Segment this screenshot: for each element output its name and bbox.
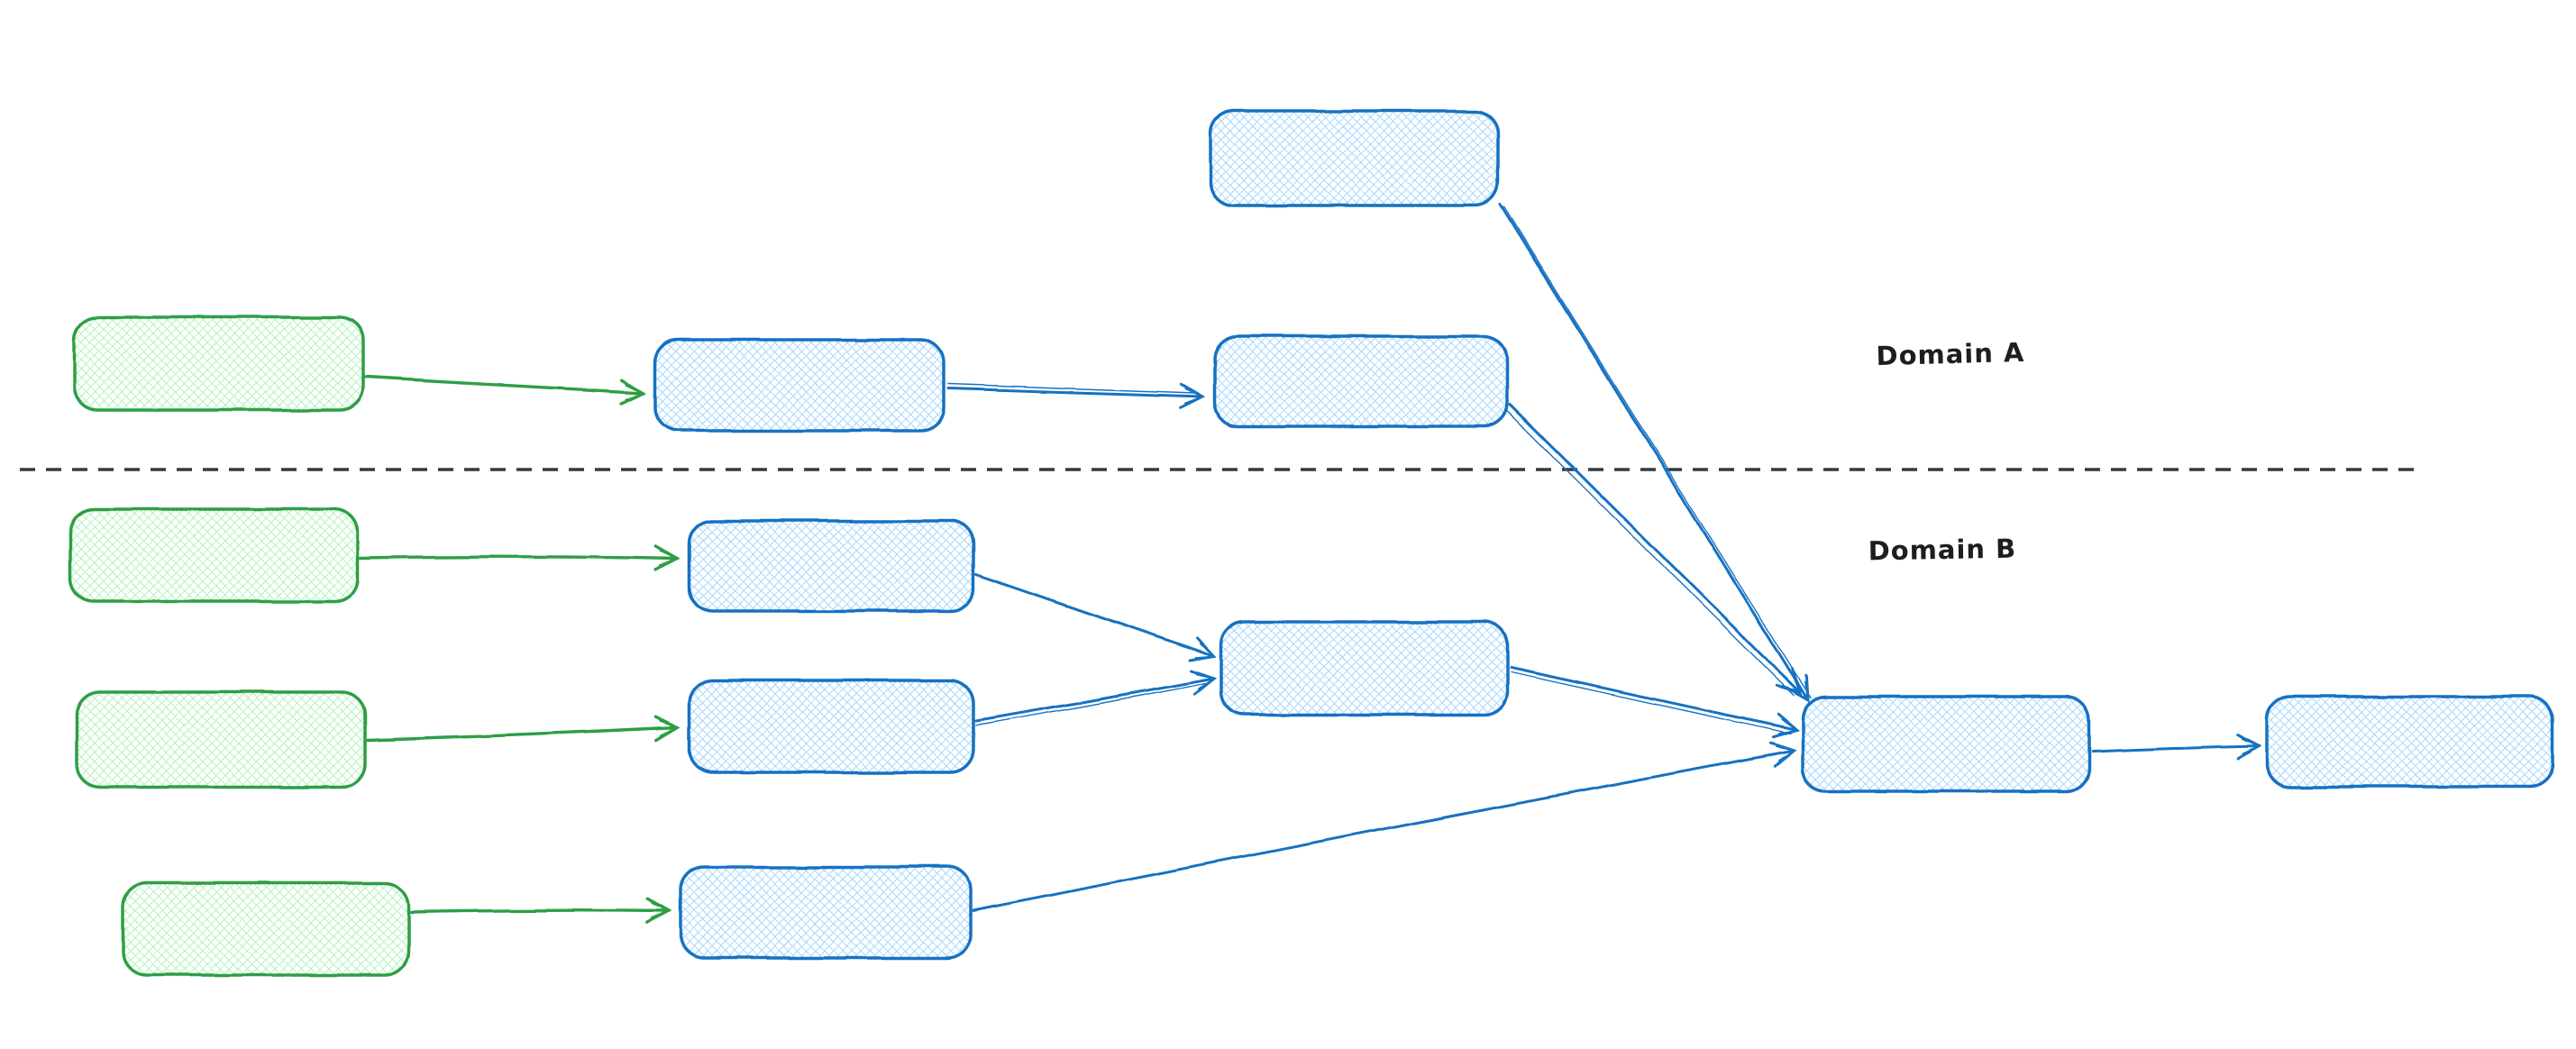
edge-a-step-1-a-step-2 [946, 382, 1206, 409]
node-b-step-1 [688, 519, 975, 613]
node-b-merge [1219, 620, 1509, 716]
edge-a-step-2-central-merge [1508, 403, 1803, 696]
domain-b-label: Domain B [1868, 534, 2016, 567]
node-b-source-2 [75, 690, 367, 789]
node-a-source [72, 315, 365, 412]
node-b-source-3 [122, 881, 410, 977]
edge-b-source-1-b-step-1 [359, 544, 681, 572]
node-b-step-3 [679, 865, 973, 960]
edge-a-step-1-a-step-2-sketch [947, 383, 1196, 394]
edge-b-merge-central-merge-sketch [1510, 671, 1791, 734]
edge-b-step-1-b-merge [974, 572, 1217, 661]
domain-a-label: Domain A [1876, 337, 2025, 371]
node-a-step-2 [1212, 334, 1509, 428]
node-final-output [2265, 695, 2554, 789]
edge-b-step-2-b-merge-sketch [975, 682, 1209, 726]
edge-central-merge-final-output [2091, 734, 2262, 761]
edge-b-source-3-b-step-3 [409, 897, 672, 925]
edge-b-source-2-b-step-2 [366, 715, 681, 742]
edge-a-step-2-central-merge-sketch [1504, 408, 1795, 697]
node-b-source-1 [69, 507, 360, 603]
edge-a-top-source-central-merge [1499, 203, 1810, 703]
edge-a-top-source-central-merge-sketch [1503, 205, 1812, 698]
node-a-step-1 [653, 338, 945, 433]
node-central-merge [1801, 695, 2091, 793]
node-a-top-source [1209, 109, 1500, 207]
edge-a-source-a-step-1 [364, 376, 647, 406]
edge-b-step-2-b-merge [974, 670, 1218, 723]
node-b-step-2 [688, 679, 975, 774]
edge-b-step-3-central-merge [972, 742, 1797, 912]
edge-b-merge-central-merge [1509, 666, 1800, 739]
